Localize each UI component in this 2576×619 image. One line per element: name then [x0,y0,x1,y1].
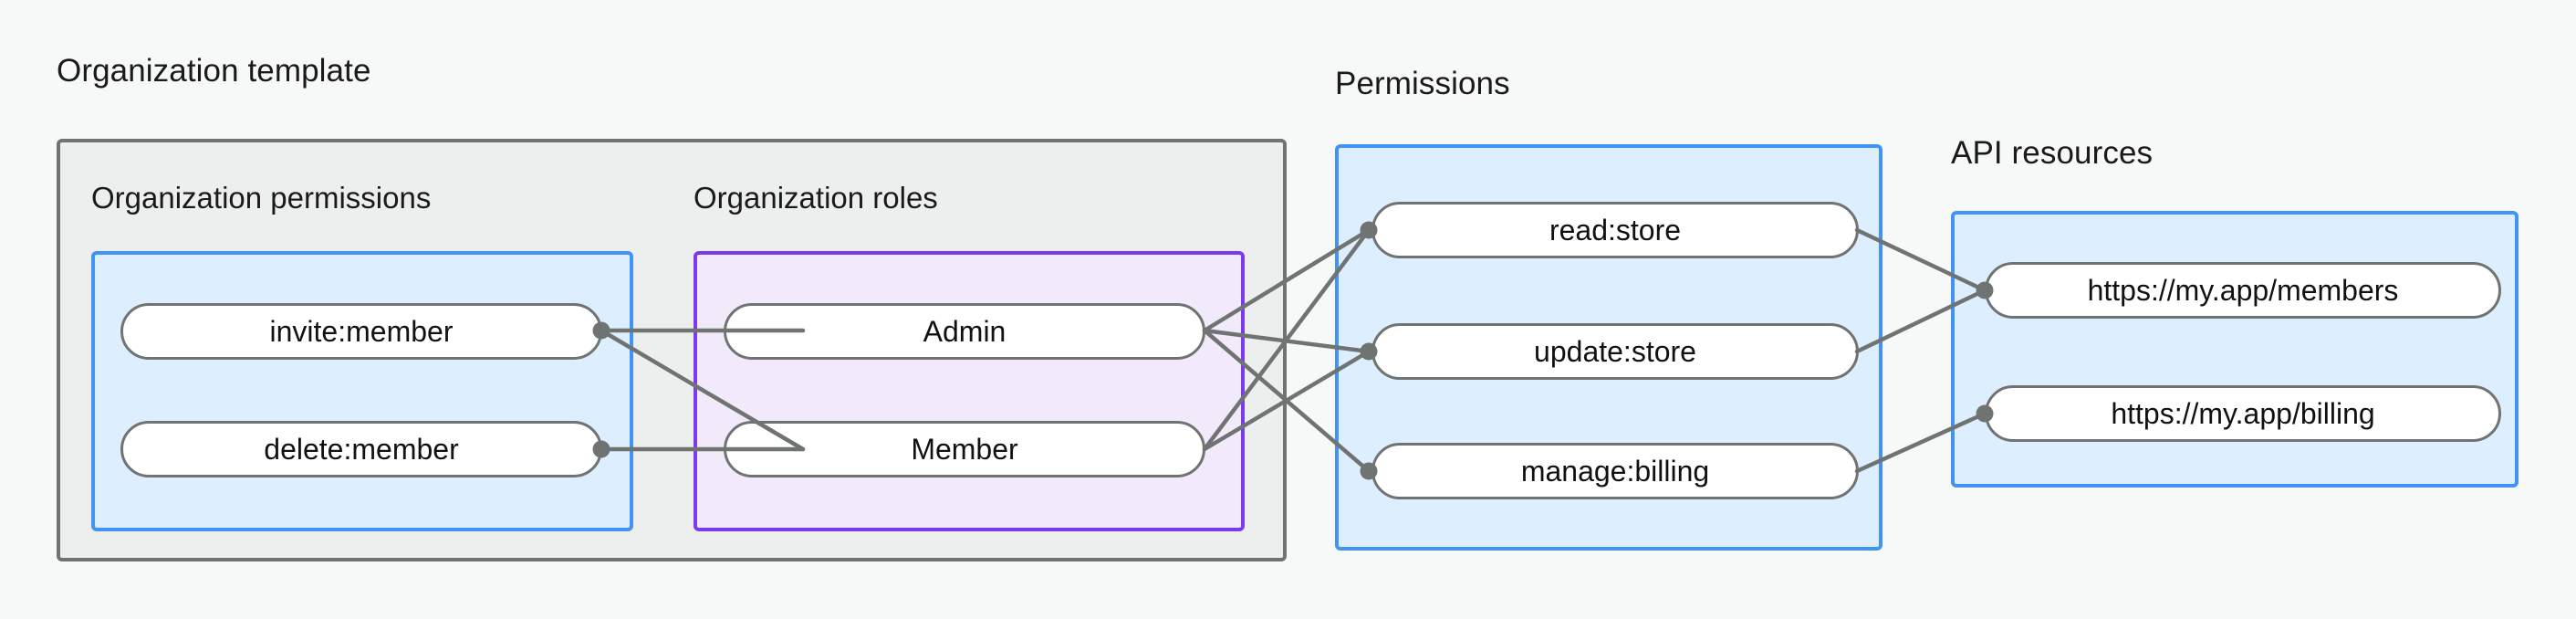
node-manage-billing[interactable]: manage:billing [1371,443,1859,499]
port-invite-member-right [592,321,610,340]
port-delete-member-right [592,440,610,458]
node-label: read:store [1549,213,1682,247]
node-member[interactable]: Member [724,421,1205,477]
node-label: https://my.app/members [2087,273,2399,307]
node-label: https://my.app/billing [2111,396,2375,430]
node-admin[interactable]: Admin [724,303,1205,360]
node-read-store[interactable]: read:store [1371,202,1859,258]
node-label: delete:member [264,432,459,466]
port-manage-billing-left [1360,462,1378,480]
group-label-organization-template: Organization template [57,53,371,89]
node-label: Member [911,432,1018,466]
node-label: update:store [1534,334,1696,368]
node-invite-member[interactable]: invite:member [120,303,602,360]
port-my-app-members-left [1976,281,1994,299]
group-label-organization-permissions: Organization permissions [91,181,432,215]
group-label-api-resources: API resources [1951,135,2154,171]
port-read-store-left [1360,221,1378,239]
port-update-store-left [1360,342,1378,361]
node-update-store[interactable]: update:store [1371,323,1859,380]
node-label: invite:member [269,314,454,348]
node-delete-member[interactable]: delete:member [120,421,602,477]
node-my-app-billing[interactable]: https://my.app/billing [1985,385,2501,442]
group-label-permissions: Permissions [1335,66,1510,101]
group-organization-permissions [91,251,633,531]
node-my-app-members[interactable]: https://my.app/members [1985,262,2501,319]
group-label-organization-roles: Organization roles [694,181,938,215]
node-label: Admin [923,314,1006,348]
node-label: manage:billing [1520,454,1710,488]
port-my-app-billing-left [1976,404,1994,423]
group-api-resources [1951,211,2519,488]
group-organization-roles [694,251,1245,531]
